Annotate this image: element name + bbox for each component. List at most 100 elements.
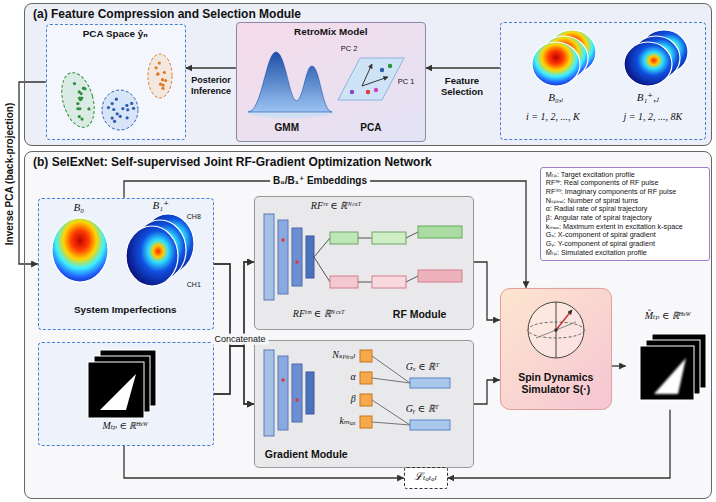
simulator-box-fill <box>500 288 612 410</box>
param-cube <box>360 372 372 384</box>
b1-map <box>126 226 178 286</box>
connector-arrow <box>474 380 500 404</box>
flow-line <box>372 422 410 425</box>
pca-plane <box>338 58 404 100</box>
rf-imag-bar <box>330 276 358 288</box>
scatter-dot <box>155 66 158 69</box>
scatter-dot <box>125 104 128 107</box>
gradient-module-box: NₛₚᵢᵣₐₗαβkₘₐₓGₓ ∈ ℝᵀGᵧ ∈ ℝᵀGradient Modu… <box>254 340 474 468</box>
flow-line <box>358 282 372 283</box>
scatter-dot <box>76 102 79 105</box>
scatter-dot <box>163 71 166 74</box>
feature-dot <box>295 260 299 264</box>
glossary-box-fill <box>540 167 710 261</box>
scatter-dot <box>121 107 124 110</box>
cnn-layer <box>292 228 302 286</box>
output-image <box>640 346 694 400</box>
param-cube <box>360 416 372 428</box>
scatter-dot <box>164 79 167 82</box>
edge-label: Posterior Inference <box>186 75 236 97</box>
node-text: M̂ₜₚ ∈ ℝᴴˣᵂ <box>626 310 710 322</box>
node-text: PC 2 <box>341 44 358 53</box>
feature-input-box: B₀,ᵢB₁⁺,ⱼi = 1, 2, ..., Kj = 1, 2, ..., … <box>500 22 706 140</box>
cnn-layer <box>306 372 314 414</box>
profile-triangle <box>100 374 136 410</box>
feature-dot <box>281 238 285 242</box>
node-text: α <box>322 371 356 383</box>
node-text: (b) SelExNet: Self-supervised Joint RF-G… <box>33 155 432 169</box>
node-text: ℒₜₒₜₐₗ <box>405 470 447 483</box>
node-text: RetroMix Model <box>237 26 425 38</box>
feature-dot <box>295 398 299 402</box>
scatter-dot <box>156 73 159 76</box>
glossary-line: Mₜₚ: Target excitation profile <box>546 171 704 180</box>
node-text: PC 1 <box>398 77 415 86</box>
glossary-line: Gᵧ: Y-component of spiral gradient <box>546 240 704 249</box>
pca-dot <box>380 68 384 72</box>
scatter-dot <box>115 98 118 101</box>
node-fills <box>24 3 712 499</box>
connector-arrow <box>426 67 500 68</box>
retromix-box: RetroMix ModelGMMPCAPC 2PC 1 <box>236 22 426 142</box>
cluster-ellipse <box>56 69 99 131</box>
cnn-layer <box>264 214 274 300</box>
pca-dot <box>350 90 354 94</box>
scatter-dot <box>111 102 114 105</box>
pca-dot <box>374 88 378 92</box>
system-imperfections-box: B₀B₁⁺CH8CH1System Imperfections <box>38 198 214 330</box>
pca-space-box-fill <box>46 24 186 140</box>
scatter-dot <box>78 115 81 118</box>
rf-imag-bar <box>372 276 406 288</box>
node-text: B₁⁺ <box>139 199 183 212</box>
network-panel: (b) SelExNet: Self-supervised Joint RF-G… <box>24 151 712 499</box>
scatter-dot <box>80 96 83 99</box>
node-text: Nₛₚᵢᵣₐₗ <box>322 349 356 361</box>
cnn-layer <box>264 350 274 436</box>
rf-real-bar <box>372 232 406 244</box>
glossary-box: Mₜₚ: Target excitation profileRFʳᵉ: Real… <box>540 167 710 261</box>
flow-line <box>406 232 418 238</box>
scatter-dot <box>80 117 83 120</box>
bloch-axis <box>536 322 576 338</box>
rf-module-box: RFʳᵉ ∈ ℝᴺᶜˣᵀRFⁱᵐ ∈ ℝᴺᶜˣᵀRF Module <box>254 196 474 330</box>
feature-dot <box>281 378 285 382</box>
scatter-dot <box>78 107 81 110</box>
node-text: Gᵧ ∈ ℝᵀ <box>406 403 439 415</box>
flow-line <box>372 400 410 425</box>
param-cube <box>360 350 372 362</box>
node-text: β <box>322 393 356 405</box>
scatter-dot <box>116 112 119 115</box>
node-text: RFⁱᵐ ∈ ℝᴺᶜˣᵀ <box>293 308 345 320</box>
scatter-dot <box>80 92 83 95</box>
node-text: B₁⁺,ⱼ <box>623 91 673 104</box>
pca-dot <box>388 64 392 68</box>
node-text: B₀ <box>59 201 99 214</box>
gradient-module-box-fill <box>254 340 474 468</box>
simulator-box: Spin Dynamics Simulator S(·) <box>500 288 612 410</box>
node-text: CH1 <box>187 281 201 289</box>
gradient-bar <box>410 378 450 388</box>
scatter-dot <box>126 108 129 111</box>
profile-image <box>88 362 144 418</box>
magnetization-vector <box>556 310 572 330</box>
rf-imag-bar <box>418 270 462 282</box>
merge-label: Concatenate <box>211 334 268 345</box>
node-text: Gₓ ∈ ℝᵀ <box>406 361 439 373</box>
scatter-dot <box>113 120 116 123</box>
flow-line <box>314 238 330 257</box>
rf-module-box-fill <box>254 196 474 330</box>
scatter-dot <box>161 87 164 90</box>
node-text: PCA Space ŷₙ <box>47 28 184 40</box>
glossary-line: M̂ₜₚ: Simulated excitation profile <box>546 249 704 258</box>
node-text: Gradient Module <box>265 448 348 461</box>
b0-map <box>532 42 580 86</box>
b1-map <box>624 42 672 86</box>
target-profile-box: Mₜₚ ∈ ℝᴴˣᵂ <box>38 342 214 446</box>
flow-line <box>314 257 330 282</box>
flow-line <box>406 276 418 282</box>
cnn-layer <box>306 236 314 278</box>
flow-line <box>372 356 410 383</box>
node-text: RFʳᵉ ∈ ℝᴺᶜˣᵀ <box>311 200 361 212</box>
